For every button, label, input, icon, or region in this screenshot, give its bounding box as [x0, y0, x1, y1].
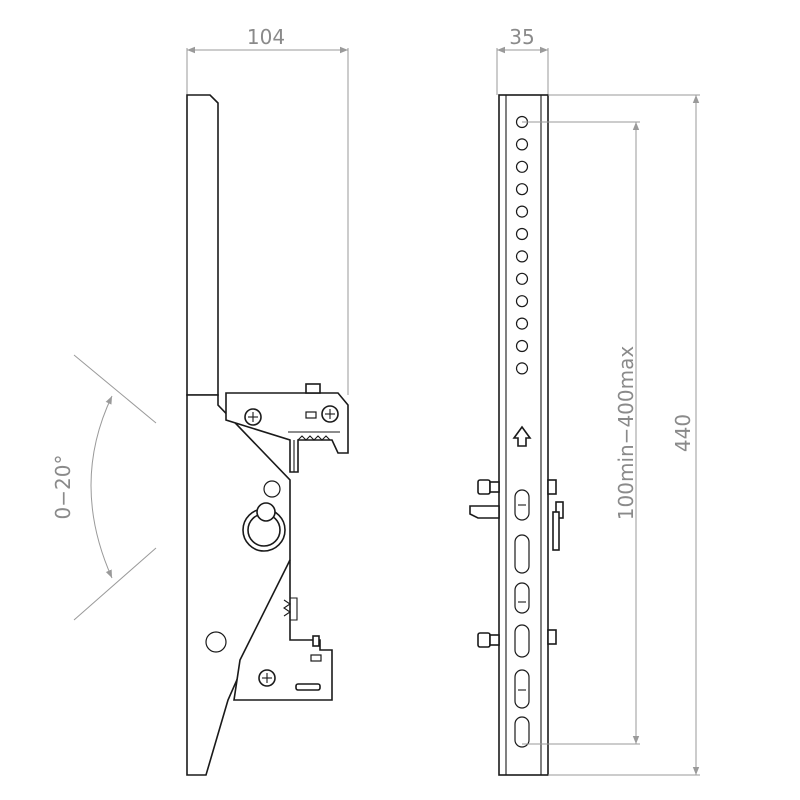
slot-5 [514, 669, 530, 709]
vesa-hole [515, 138, 529, 151]
dimension-104: 104 [186, 25, 349, 395]
slot-2 [514, 534, 530, 574]
vesa-hole [515, 205, 529, 218]
vesa-hole [515, 227, 529, 241]
upper-slot [305, 411, 317, 419]
dimension-35-label: 35 [509, 25, 534, 49]
bolt-left-lower [477, 632, 500, 648]
side-view: 104 [51, 25, 349, 776]
vesa-hole [515, 250, 529, 263]
vesa-hole-column [515, 115, 529, 375]
lock-lever [295, 683, 321, 691]
tilt-angle-label: 0−20° [51, 455, 75, 520]
side-wall-rail [186, 94, 219, 396]
overall-height-dimension: 440 [548, 94, 700, 776]
dimension-35: 35 [496, 25, 549, 95]
vesa-hole [515, 183, 529, 196]
bolt-left-upper [469, 479, 500, 519]
upper-tab [305, 383, 321, 394]
lower-tab [312, 635, 320, 647]
overall-height-label: 440 [671, 414, 695, 452]
vesa-hole [515, 317, 529, 330]
screw-lower [258, 669, 276, 687]
slot-4 [514, 624, 530, 658]
lower-slot [310, 654, 322, 662]
dimension-104-label: 104 [247, 25, 285, 49]
vesa-range-label: 100min−400max [614, 346, 638, 521]
slot-6 [514, 716, 530, 748]
screw-upper-right [321, 405, 339, 423]
vesa-hole [515, 160, 529, 173]
vesa-hole [515, 362, 529, 375]
vesa-hole [515, 295, 529, 308]
vesa-hole [515, 339, 529, 353]
side-wall-rail-lower [186, 394, 291, 776]
pivot-hole [263, 480, 281, 498]
vesa-hole [515, 272, 529, 285]
slot-3 [514, 582, 530, 614]
lower-hook-plate [233, 559, 333, 701]
screw-upper-left [244, 408, 262, 426]
up-arrow-mark [512, 425, 532, 447]
front-view: 35 [469, 25, 700, 776]
vesa-range-dimension: 100min−400max [522, 121, 640, 745]
tilt-knob [242, 502, 286, 552]
bolt-right-lower [547, 629, 557, 645]
tilt-angle-dimension: 0−20° [51, 354, 157, 621]
bolt-right-upper [547, 479, 564, 551]
lower-hole [205, 631, 227, 653]
